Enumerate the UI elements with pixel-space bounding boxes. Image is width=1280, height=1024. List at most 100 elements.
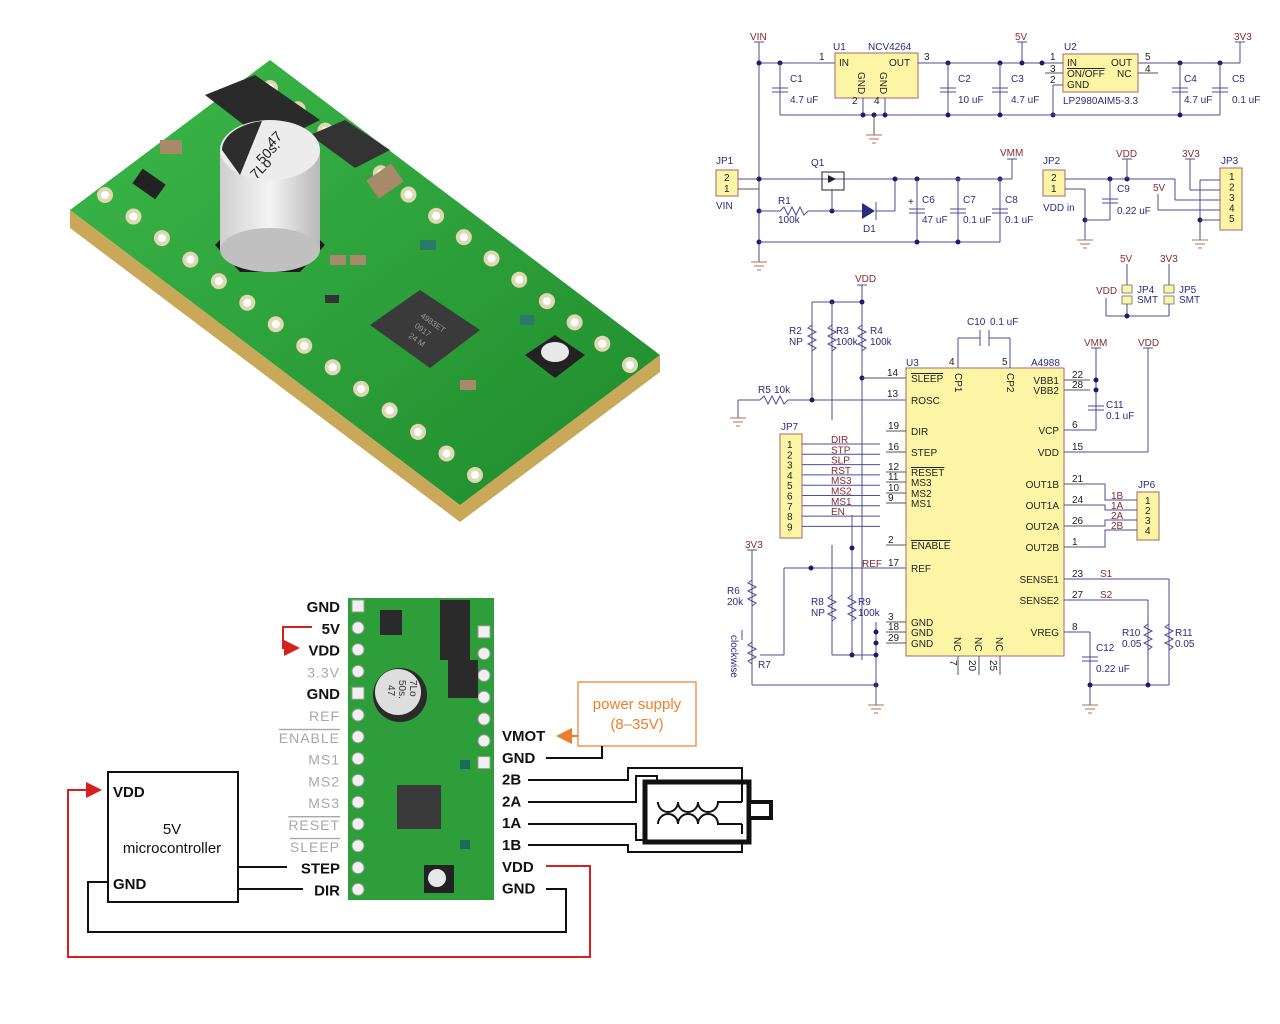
jp6-pin-number: 3 bbox=[1145, 516, 1151, 527]
u3-pin-vcp: VCP bbox=[1038, 426, 1059, 437]
u3-pin-rosc: ROSC bbox=[911, 396, 940, 407]
wiring-diagram: 47 50s. 7Lo GND5VVDD3.3VGNDREFENABLEMS1M… bbox=[67, 598, 773, 958]
u3-pin-number: 3 bbox=[888, 612, 894, 623]
board-pin-pad bbox=[351, 643, 365, 657]
driver-board-top-view bbox=[348, 598, 494, 900]
smd-resistor bbox=[460, 380, 476, 390]
jp6-pin-number: 4 bbox=[1145, 526, 1151, 537]
jumper-5v-vdd-arrow bbox=[282, 626, 312, 656]
board-electrolytic-cap bbox=[375, 669, 421, 715]
svg-text:2: 2 bbox=[724, 173, 730, 184]
svg-text:VMM: VMM bbox=[1084, 338, 1107, 349]
svg-text:R1: R1 bbox=[778, 196, 791, 207]
smd-capacitor bbox=[366, 163, 404, 199]
pin-label-left: RESET bbox=[288, 817, 340, 833]
svg-text:C6: C6 bbox=[922, 195, 935, 206]
svg-text:C5: C5 bbox=[1232, 74, 1245, 85]
svg-text:S1: S1 bbox=[1100, 569, 1113, 580]
schematic: VIN C1 4.7 uF 1 U1 NCV4264 IN OUT GND GN… bbox=[715, 32, 1260, 714]
jp7-net-label: EN bbox=[831, 507, 845, 518]
svg-text:100k: 100k bbox=[858, 608, 881, 619]
svg-text:3: 3 bbox=[1050, 64, 1056, 75]
svg-text:2: 2 bbox=[1051, 173, 1057, 184]
jp6-header bbox=[1136, 491, 1160, 541]
svg-text:0.1 uF: 0.1 uF bbox=[1232, 95, 1260, 106]
net-5v: 5V bbox=[1015, 32, 1028, 43]
jp6-net-label: 1B bbox=[1111, 491, 1124, 502]
net-vin: VIN bbox=[750, 32, 767, 43]
u3-ref: U3 bbox=[906, 358, 919, 369]
svg-text:VDD: VDD bbox=[1096, 286, 1117, 297]
board-pin-pad bbox=[477, 712, 491, 726]
jp7-net-label: RST bbox=[831, 466, 851, 477]
svg-text:10 uF: 10 uF bbox=[958, 95, 984, 106]
u2-ref: U2 bbox=[1064, 42, 1077, 53]
power-supply-box bbox=[577, 681, 697, 747]
svg-text:R6: R6 bbox=[727, 586, 740, 597]
jp7-net-label: SLP bbox=[831, 456, 850, 467]
r7-clockwise-note: clockwise bbox=[728, 635, 739, 678]
u3-part: A4988 bbox=[1031, 358, 1060, 369]
u3-pin-number: 18 bbox=[888, 622, 900, 633]
svg-text:13: 13 bbox=[887, 389, 899, 400]
jp7-pin-number: 5 bbox=[787, 481, 793, 492]
u3-pin-number: 12 bbox=[888, 462, 900, 473]
board-pin-pad bbox=[477, 647, 491, 661]
pin-label-right: VDD bbox=[502, 859, 534, 876]
svg-text:5V: 5V bbox=[1120, 254, 1133, 265]
jp7-net-label: MS1 bbox=[831, 497, 852, 508]
jp2-header bbox=[1042, 169, 1066, 197]
svg-text:JP3: JP3 bbox=[1221, 156, 1239, 167]
svg-text:0.1 uF: 0.1 uF bbox=[990, 317, 1018, 328]
jp7-net-label: STP bbox=[831, 445, 851, 456]
u3-pin-number: 23 bbox=[1072, 569, 1084, 580]
u3-pin-ms1: MS1 bbox=[911, 499, 932, 510]
svg-text:SMT: SMT bbox=[1179, 295, 1200, 306]
svg-text:47 uF: 47 uF bbox=[922, 215, 948, 226]
jp5-pad bbox=[1163, 295, 1175, 305]
board-pin-pad bbox=[351, 839, 365, 853]
u3-pin-ms3: MS3 bbox=[911, 478, 932, 489]
jp6-pin-number: 1 bbox=[1145, 496, 1151, 507]
svg-text:2: 2 bbox=[852, 96, 858, 107]
board-pin-pad bbox=[351, 861, 365, 875]
svg-text:5V: 5V bbox=[1153, 183, 1166, 194]
board-pin-pad bbox=[477, 756, 491, 770]
microcontroller-box bbox=[107, 771, 239, 903]
svg-text:7Lo: 7Lo bbox=[407, 680, 418, 697]
u3-pin-number: 9 bbox=[888, 493, 894, 504]
svg-text:2: 2 bbox=[1050, 75, 1056, 86]
svg-text:5: 5 bbox=[1002, 357, 1008, 368]
pin-label-right: GND bbox=[502, 881, 536, 898]
svg-text:R3: R3 bbox=[836, 326, 849, 337]
svg-text:100k: 100k bbox=[778, 215, 801, 226]
svg-text:VIN: VIN bbox=[716, 201, 733, 212]
svg-text:R2: R2 bbox=[789, 326, 802, 337]
svg-text:25: 25 bbox=[987, 660, 998, 672]
pin-label-left: 5V bbox=[322, 621, 340, 638]
svg-text:REF: REF bbox=[862, 559, 882, 570]
ldo-chip bbox=[310, 120, 390, 168]
svg-text:+: + bbox=[908, 197, 914, 208]
svg-text:1: 1 bbox=[724, 184, 730, 195]
u3-pin-out2b: OUT2B bbox=[1026, 543, 1060, 554]
jp7-pin-number: 6 bbox=[787, 492, 793, 503]
u3-pin-number: 22 bbox=[1072, 370, 1084, 381]
smd-capacitor bbox=[420, 240, 436, 250]
pin-label-left: VDD bbox=[308, 643, 340, 660]
svg-text:14: 14 bbox=[887, 368, 899, 379]
board-pin-pad bbox=[351, 686, 365, 700]
jp7-pin-number: 1 bbox=[787, 440, 793, 451]
u3-pin-sense2: SENSE2 bbox=[1020, 596, 1060, 607]
jp6-pin-number: 2 bbox=[1145, 506, 1151, 517]
u3-pin-gnd: GND bbox=[911, 628, 933, 639]
pin-label-left: MS2 bbox=[308, 773, 340, 789]
svg-text:SMT: SMT bbox=[1137, 295, 1158, 306]
jp3-pin-number: 4 bbox=[1229, 204, 1235, 215]
pin-label-right: 1A bbox=[502, 815, 521, 832]
mcu-gnd-label: GND bbox=[113, 876, 147, 893]
svg-text:3V3: 3V3 bbox=[745, 540, 763, 551]
board-ldo bbox=[448, 660, 478, 698]
jp4-pad bbox=[1121, 284, 1133, 294]
svg-text:4: 4 bbox=[874, 96, 880, 107]
